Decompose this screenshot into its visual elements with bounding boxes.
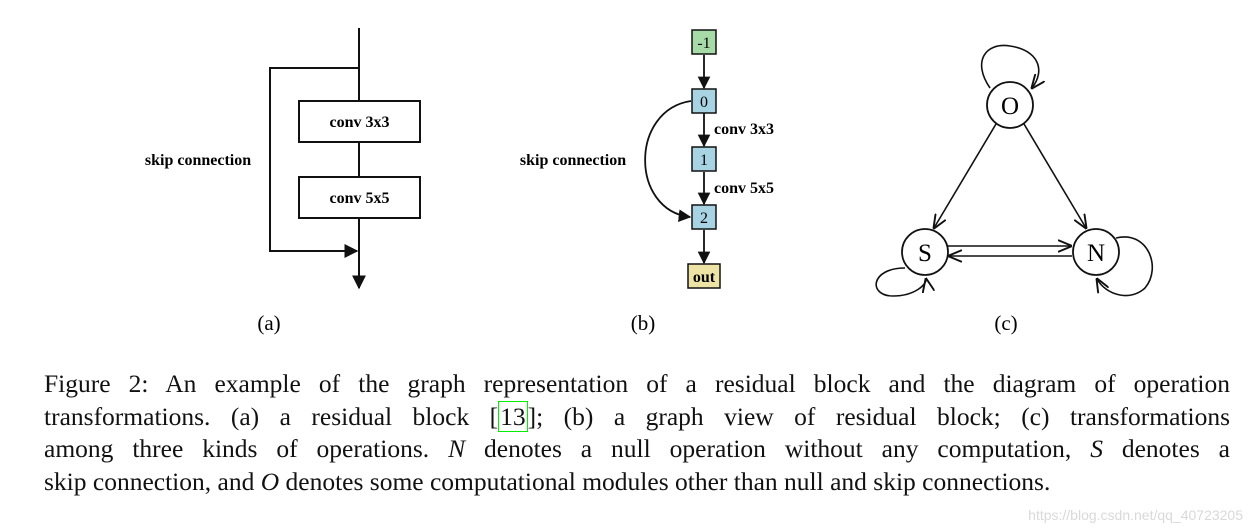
caption-line-1: Figure 2: An example of the graph repres…: [44, 369, 1230, 398]
node-1-label: 1: [700, 152, 708, 169]
caption-line-4: skip connection, and O denotes some comp…: [44, 466, 1230, 499]
node-n: [1072, 228, 1120, 276]
self-loop-o: [980, 44, 1039, 88]
edge-o-s: [934, 123, 997, 228]
math-n: N: [448, 434, 466, 463]
self-loop-n: [1097, 236, 1154, 297]
subfigure-c-label: (c): [994, 311, 1017, 335]
subfigure-a-label: (a): [257, 311, 280, 335]
caption-line-3: among three kinds of operations. N denot…: [44, 433, 1230, 466]
panel-b: -1 0 1 2 out conv 3x3 conv 5x5 skip conn…: [520, 29, 774, 335]
skip-connection-label: skip connection: [145, 152, 251, 169]
caption-text: ]; (b) a graph view of residual block; (…: [527, 401, 1230, 431]
caption-text: denotes some computational modules other…: [279, 466, 1051, 496]
caption-line-2: transformations. (a) a residual block [1…: [44, 400, 1230, 434]
edge-label-conv5x5: conv 5x5: [714, 180, 774, 197]
node-0: [691, 88, 717, 114]
panel-c: O S N (c): [875, 44, 1154, 335]
node-s-label: S: [918, 240, 932, 267]
node-input-label: -1: [697, 35, 710, 52]
panel-a: conv 3x3 conv 5x5 skip connection (a): [145, 28, 421, 335]
caption-text: denotes a: [1102, 434, 1230, 463]
node-2: [691, 204, 717, 230]
caption-text: among three kinds of operations.: [44, 434, 449, 463]
watermark: https://blog.csdn.net/qq_40723205: [1028, 507, 1243, 523]
conv3x3-block: [298, 100, 421, 143]
node-out-label: out: [693, 269, 716, 286]
figure-diagrams: conv 3x3 conv 5x5 skip connection (a) -1…: [145, 28, 1154, 335]
math-s: S: [1090, 434, 1103, 463]
math-o: O: [260, 466, 280, 496]
conv3x3-label: conv 3x3: [330, 114, 390, 131]
conv5x5-label: conv 5x5: [330, 190, 390, 207]
node-0-label: 0: [700, 94, 708, 111]
self-loop-s: [875, 267, 926, 297]
edge-label-conv3x3: conv 3x3: [714, 121, 774, 138]
edge-o-n: [1023, 123, 1086, 228]
node-2-label: 2: [700, 210, 708, 227]
node-o: [986, 81, 1034, 129]
node-s: [901, 228, 949, 276]
subfigure-b-label: (b): [631, 311, 656, 335]
node-input: [691, 29, 717, 55]
skip-connection-path: [269, 67, 359, 258]
conv5x5-block: [298, 176, 421, 219]
node-1: [691, 146, 717, 172]
caption-text: denotes a null operation without any com…: [465, 434, 1091, 463]
caption-text: transformations. (a) a residual block [: [44, 401, 499, 431]
node-n-label: N: [1087, 240, 1105, 267]
edge-skip-0-2: [644, 100, 692, 222]
citation-link[interactable]: 13: [498, 400, 528, 432]
node-o-label: O: [1001, 93, 1019, 120]
node-out: [687, 263, 721, 289]
skip-connection-label-b: skip connection: [520, 152, 626, 169]
figure-caption: Figure 2: An example of the graph repres…: [44, 368, 1230, 498]
caption-text: skip connection, and: [44, 466, 261, 496]
